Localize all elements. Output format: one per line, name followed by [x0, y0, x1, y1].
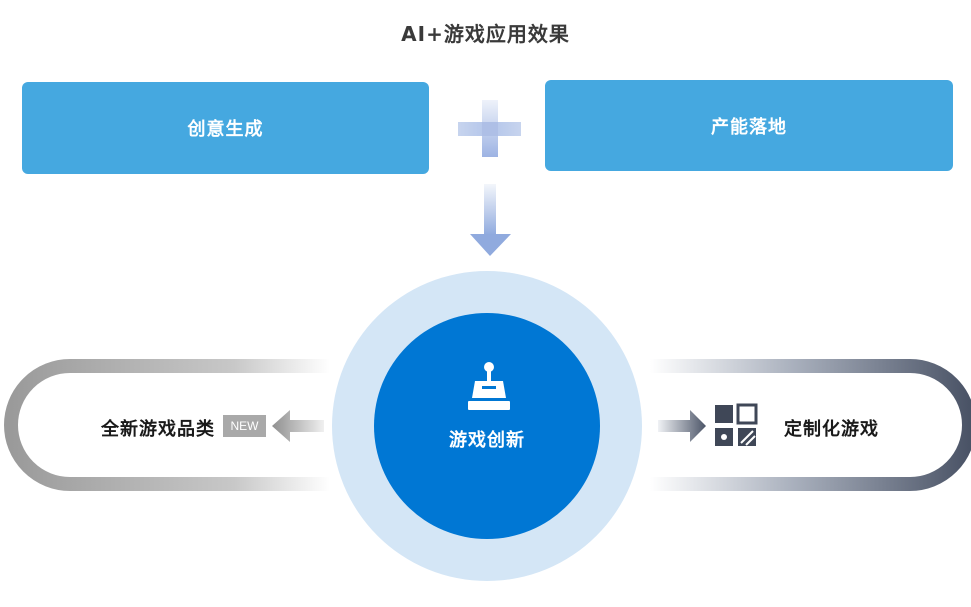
creative-generation-label: 创意生成	[187, 119, 264, 140]
down-arrow-icon	[470, 184, 511, 256]
grid-blocks-icon	[715, 403, 758, 446]
custom-game-label: 定制化游戏	[784, 419, 879, 440]
production-landing-label: 产能落地	[711, 116, 787, 138]
left-arrow-icon	[272, 410, 324, 442]
center-inner-circle	[374, 313, 600, 539]
new-badge: NEW	[223, 415, 266, 437]
right-arrow-icon	[658, 410, 706, 442]
production-landing-box: 产能落地	[545, 80, 953, 171]
plus-icon	[458, 100, 521, 157]
page-title: AI+游戏应用效果	[401, 22, 570, 46]
creative-generation-box: 创意生成	[22, 82, 429, 174]
game-innovation-label: 游戏创新	[449, 430, 525, 451]
left-loop-track	[4, 359, 330, 491]
new-game-category-label: 全新游戏品类	[101, 419, 215, 440]
joystick-icon	[468, 362, 510, 410]
right-loop-track	[650, 359, 971, 491]
